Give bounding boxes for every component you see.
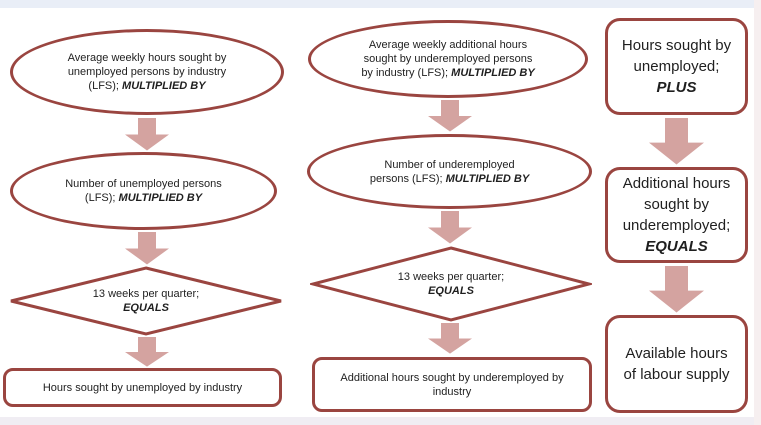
block-arrow-down-glyph <box>649 266 704 313</box>
page-bottom-margin <box>0 417 761 425</box>
node-text-line: EQUALS <box>645 238 708 255</box>
node-text-line: sought by underemployed persons <box>363 53 533 65</box>
diamond-text: 13 weeks per quarter; EQUALS <box>8 266 284 336</box>
node-text-line: Hours sought by unemployed by industry <box>42 381 243 394</box>
down-arrow-icon <box>124 232 170 265</box>
ellipse-avg-weekly-hours-unemployed: Average weekly hours sought by unemployed… <box>10 29 284 115</box>
block-arrow-down-glyph <box>125 232 169 265</box>
diamond-outline <box>10 266 282 336</box>
ellipse-number-unemployed: Number of unemployed persons (LFS); MULTI… <box>10 152 277 230</box>
node-text-line: 13 weeks per quarter; <box>397 271 505 283</box>
diamond-text: 13 weeks per quarter; EQUALS <box>310 246 592 322</box>
result-box-hours-unemployed: Hours sought by unemployed by industry <box>3 368 282 407</box>
down-arrow-icon <box>427 211 473 244</box>
node-text-line: PLUS <box>656 79 697 96</box>
node-text-line: unemployed; <box>633 58 720 75</box>
block-arrow-down-glyph <box>125 337 169 367</box>
node-text-line: industry <box>432 385 472 398</box>
block-arrow-down-glyph <box>428 100 472 132</box>
node-text-line: by industry (LFS); MULTIPLIED BY <box>361 67 535 79</box>
down-arrow-icon <box>427 100 473 132</box>
node-text-line: underemployed; <box>622 217 731 234</box>
node-text-line: Number of underemployed <box>384 158 515 171</box>
node-text-line: Number of unemployed persons <box>65 178 222 190</box>
down-arrow-icon <box>124 337 170 367</box>
node-text-line: 13 weeks per quarter; <box>92 288 200 300</box>
summary-box-available-hours: Available hours of labour supply <box>605 315 748 413</box>
node-text-line: (LFS); MULTIPLIED BY <box>84 192 203 204</box>
node-text-line: (LFS); MULTIPLIED BY <box>88 80 206 92</box>
node-text-line: EQUALS <box>123 302 169 314</box>
diamond-outline <box>310 246 592 322</box>
down-arrow-icon <box>648 118 705 165</box>
block-arrow-down-glyph <box>649 118 704 165</box>
diamond-13-weeks-underemployed: 13 weeks per quarter; EQUALS <box>310 246 592 322</box>
down-arrow-icon <box>124 118 170 151</box>
result-box-additional-hours-underemployed: Additional hours sought by underemployed… <box>312 357 592 412</box>
ellipse-avg-additional-hours-underemployed: Average weekly additional hours sought by… <box>308 20 588 98</box>
node-text-line: unemployed persons by industry <box>67 66 227 78</box>
page-right-margin <box>754 0 761 425</box>
summary-box-additional-hours-underemployed: Additional hours sought by underemployed; E… <box>605 167 748 263</box>
node-text-line: Hours sought by <box>621 37 732 54</box>
node-text-line: Average weekly hours sought by <box>67 52 227 64</box>
node-text-line: EQUALS <box>428 285 474 297</box>
block-arrow-down-glyph <box>428 323 472 354</box>
node-text-line: Additional hours <box>622 175 731 192</box>
node-text-line: of labour supply <box>623 366 730 383</box>
diamond-13-weeks-unemployed: 13 weeks per quarter; EQUALS <box>8 266 284 336</box>
down-arrow-icon <box>427 323 473 354</box>
node-text-line: Available hours <box>625 345 728 362</box>
summary-box-hours-unemployed: Hours sought by unemployed; PLUS <box>605 18 748 115</box>
node-text-line: Average weekly additional hours <box>368 39 528 51</box>
node-text-line: sought by <box>643 196 710 213</box>
block-arrow-down-glyph <box>428 211 472 244</box>
page-top-margin <box>0 0 761 8</box>
node-text-line: persons (LFS); MULTIPLIED BY <box>369 172 530 185</box>
down-arrow-icon <box>648 266 705 313</box>
block-arrow-down-glyph <box>125 118 169 151</box>
node-text-line: Additional hours sought by underemployed… <box>340 371 564 384</box>
